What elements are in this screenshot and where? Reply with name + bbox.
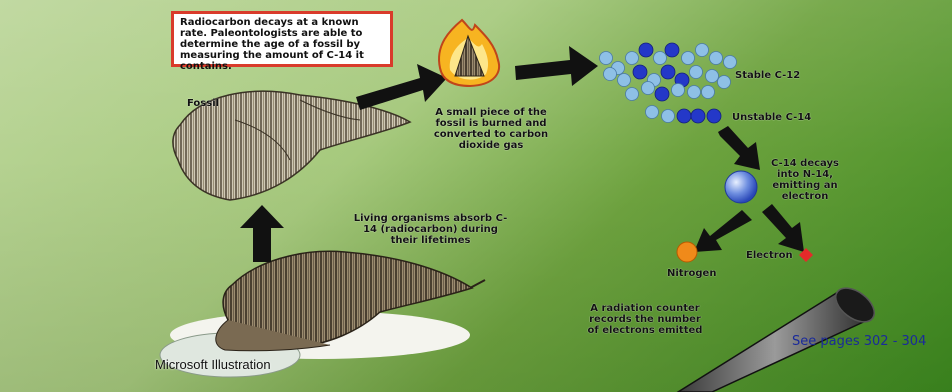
arrow-shell-to-fire xyxy=(356,64,447,110)
image-credit: Microsoft Illustration xyxy=(155,357,271,372)
c14-atom xyxy=(691,109,705,123)
c12-atom xyxy=(702,86,715,99)
nitrogen-atom xyxy=(677,242,697,262)
c12-atom xyxy=(604,68,617,81)
c12-atom xyxy=(654,52,667,65)
c14-atom xyxy=(665,43,679,57)
burning-sample xyxy=(439,20,499,86)
c12-atom xyxy=(672,84,685,97)
c12-atom xyxy=(626,88,639,101)
c12-atom xyxy=(706,70,719,83)
pages-reference: See pages 302 - 304 xyxy=(792,334,926,349)
arrow-to-electron xyxy=(762,204,804,252)
c14-atom xyxy=(655,87,669,101)
stable-c12-label: Stable C-12 xyxy=(735,70,800,81)
arrow-up xyxy=(240,205,284,262)
c12-atom xyxy=(646,106,659,119)
arrow-fire-to-atoms xyxy=(515,46,598,86)
c12-atom xyxy=(690,66,703,79)
c12-atom xyxy=(724,56,737,69)
decaying-atom xyxy=(725,171,757,203)
arrow-down-to-atom xyxy=(718,126,760,170)
c14-atom xyxy=(677,109,691,123)
fossil-label: Fossil xyxy=(187,98,219,109)
radiation-counter-label: A radiation counter records the number o… xyxy=(585,303,705,336)
burned-label: A small piece of the fossil is burned an… xyxy=(426,107,556,151)
c14-atom xyxy=(661,65,675,79)
electron-label: Electron xyxy=(746,250,793,261)
c14-atom xyxy=(639,43,653,57)
living-organisms-label: Living organisms absorb C-14 (radiocarbo… xyxy=(348,213,513,246)
c12-atom xyxy=(662,110,675,123)
c12-atom xyxy=(682,52,695,65)
c14-atom xyxy=(707,109,721,123)
arrow-to-nitrogen xyxy=(694,210,752,252)
decay-label: C-14 decays into N-14, emitting an elect… xyxy=(770,158,840,202)
c12-atom xyxy=(626,52,639,65)
unstable-c14-label: Unstable C-14 xyxy=(732,112,811,123)
c12-atom xyxy=(710,52,723,65)
c12-atom xyxy=(718,76,731,89)
c12-atom xyxy=(618,74,631,87)
nitrogen-label: Nitrogen xyxy=(667,268,716,279)
c12-atom xyxy=(696,44,709,57)
atom-cluster xyxy=(600,43,737,123)
c12-atom xyxy=(642,82,655,95)
c14-atom xyxy=(633,65,647,79)
callout-box: Radiocarbon decays at a known rate. Pale… xyxy=(171,11,393,67)
c12-atom xyxy=(688,86,701,99)
c12-atom xyxy=(600,52,613,65)
